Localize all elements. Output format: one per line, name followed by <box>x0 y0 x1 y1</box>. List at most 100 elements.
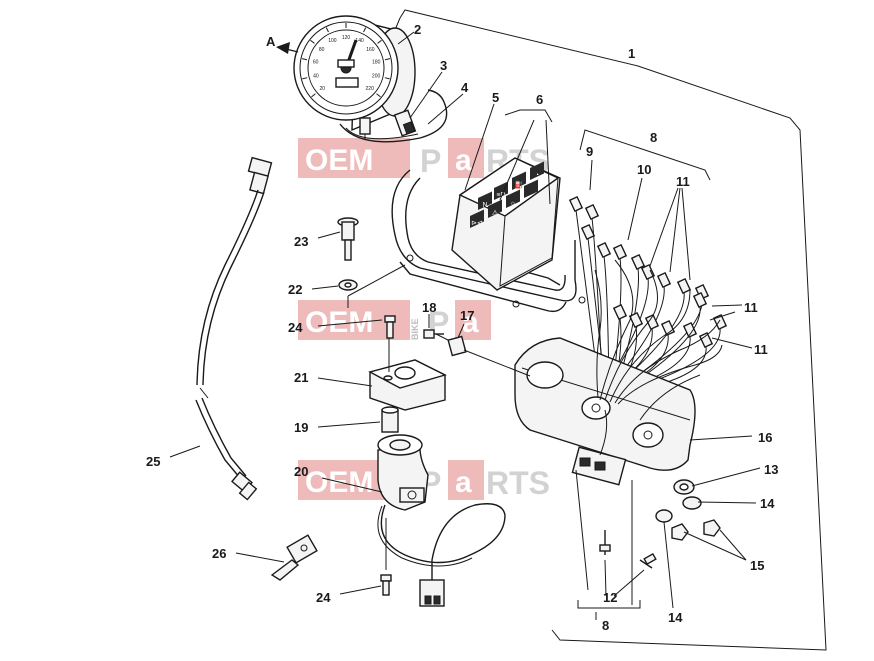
svg-text:a: a <box>462 306 479 339</box>
svg-text:P: P <box>420 143 441 179</box>
callouts: 1 2 3 4 5 6 8 9 10 11 11 11 12 8 13 14 1… <box>146 22 778 633</box>
bulb-socket <box>628 311 644 329</box>
gauge-tick <box>384 58 391 61</box>
callout-16: 16 <box>758 430 772 445</box>
callout-14-bottom: 14 <box>668 610 683 625</box>
callout-10: 10 <box>637 162 651 177</box>
washer-22 <box>338 279 358 291</box>
callout-14-right: 14 <box>760 496 775 511</box>
callout-8-top: 8 <box>650 130 657 145</box>
screw-24-lower <box>380 574 392 596</box>
warning-symbol: ⊳⊲ <box>471 220 483 227</box>
callout-24-upper: 24 <box>288 320 303 335</box>
gauge-tick <box>301 58 308 61</box>
callout-11-low: 11 <box>754 342 768 357</box>
warning-lamp <box>524 179 538 198</box>
callout-26: 26 <box>212 546 226 561</box>
callout-23: 23 <box>294 234 308 249</box>
gauge-number: 220 <box>366 86 375 92</box>
gauge-number: 180 <box>372 60 381 66</box>
wire-bundle <box>594 259 723 456</box>
warning-symbol: ⛽ <box>515 180 524 189</box>
ignition-key-26 <box>270 534 318 581</box>
gauge-number: 20 <box>320 86 326 92</box>
view-arrow-a: A <box>266 34 299 54</box>
bulb-socket <box>612 243 628 261</box>
bulb-socket <box>584 203 600 221</box>
warning-lamp <box>512 171 526 190</box>
warning-lamp <box>470 209 484 228</box>
callout-5: 5 <box>492 90 499 105</box>
screws-12 <box>599 530 657 569</box>
bulb-holder <box>393 109 417 137</box>
instrument-housing <box>514 337 696 486</box>
gauge-tick <box>302 77 308 80</box>
gauge-tick <box>376 93 381 98</box>
speedometer-cable-25 <box>195 156 273 501</box>
gauge-tick <box>384 77 390 80</box>
warning-lamp <box>478 191 492 210</box>
leader-lines <box>169 31 761 620</box>
gauge-number: 80 <box>319 47 325 53</box>
gauge-tick <box>377 39 382 44</box>
screw-18 <box>423 329 444 339</box>
bulb-socket <box>698 331 714 349</box>
ignition-cable <box>377 503 506 607</box>
callout-4: 4 <box>461 80 469 95</box>
screw-24-upper <box>384 315 396 339</box>
warning-lamp <box>530 161 544 180</box>
callout-11-mid: 11 <box>744 300 758 315</box>
callout-20: 20 <box>294 464 308 479</box>
callout-18: 18 <box>422 300 436 315</box>
callout-24-lower: 24 <box>316 590 331 605</box>
spacer-19 <box>381 406 399 433</box>
callout-2: 2 <box>414 22 421 37</box>
warning-symbol: ≡D <box>496 192 505 199</box>
callout-17: 17 <box>460 308 474 323</box>
warning-lamp <box>494 181 508 200</box>
bulb-socket <box>660 319 676 337</box>
bolt-23 <box>337 217 359 261</box>
gauge-tick <box>325 27 329 33</box>
svg-text:A: A <box>266 34 276 49</box>
warning-lamp <box>506 189 520 208</box>
warning-light-panel: N≡D⛽◔⊳⊲⚠☼ <box>451 157 561 291</box>
bulb-socket <box>640 263 656 281</box>
gauge-number: 200 <box>372 74 381 80</box>
bulb-socket <box>676 277 692 295</box>
instrument-bracket <box>391 169 586 313</box>
callout-1: 1 <box>628 46 635 61</box>
svg-text:a: a <box>455 466 472 499</box>
warning-lamp <box>488 199 502 218</box>
gauge-tick <box>311 93 316 98</box>
bulb-socket <box>568 195 584 213</box>
warning-symbol: N <box>482 202 487 209</box>
bulb-socket <box>612 303 628 321</box>
grommets-nuts <box>655 479 721 541</box>
svg-text:OEM: OEM <box>305 306 373 339</box>
gauge-tick <box>363 27 367 33</box>
bulb-socket <box>656 271 672 289</box>
svg-text:a: a <box>455 144 472 177</box>
callout-12: 12 <box>603 590 617 605</box>
gauge-mount-ring <box>339 89 448 143</box>
bulb-socket <box>630 253 646 271</box>
callout-13: 13 <box>764 462 778 477</box>
gauge-number: 40 <box>313 74 319 80</box>
callout-19: 19 <box>294 420 308 435</box>
warning-symbol: ⚠ <box>492 209 498 217</box>
gauge-number: 120 <box>342 35 351 41</box>
callout-15: 15 <box>750 558 764 573</box>
svg-text:OEM: OEM <box>305 144 373 177</box>
bulb-socket <box>644 313 660 331</box>
gauge-number: 60 <box>313 60 319 66</box>
callout-9: 9 <box>586 144 593 159</box>
gauge-number: 140 <box>355 38 364 44</box>
callout-6: 6 <box>536 92 543 107</box>
bulb-socket <box>580 223 596 241</box>
callout-8-bottom: 8 <box>602 618 609 633</box>
ignition-bracket-21 <box>368 338 447 411</box>
